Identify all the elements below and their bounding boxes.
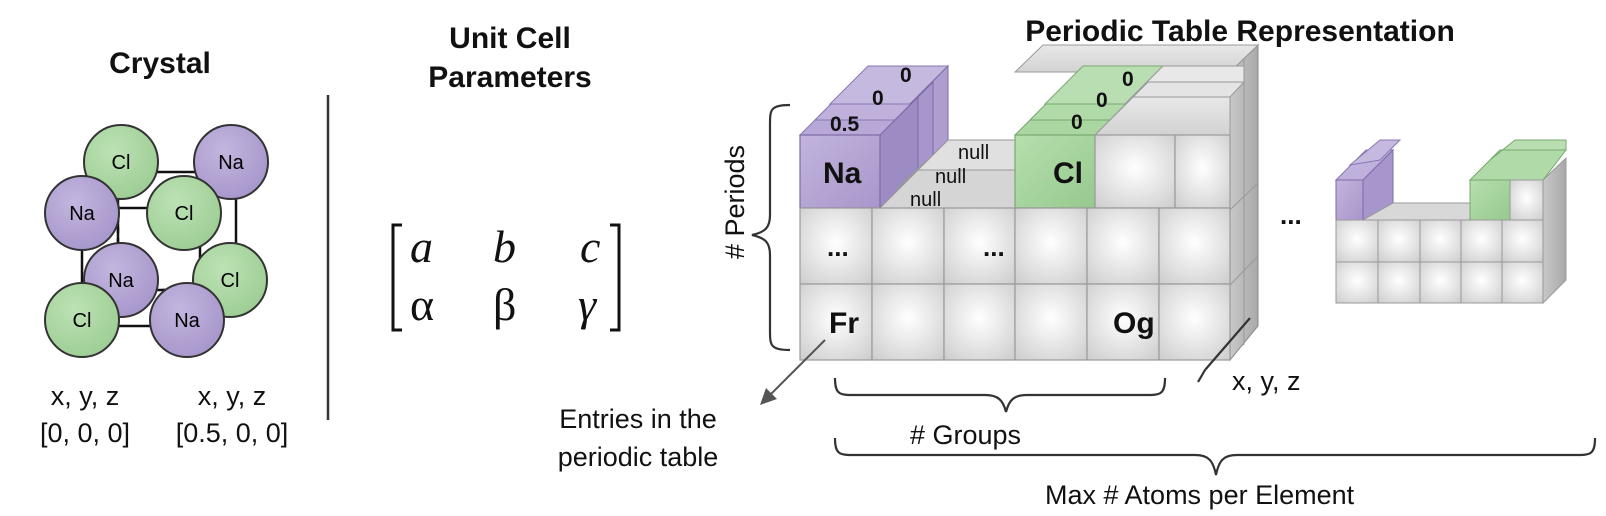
na-coord-x: 0.5 xyxy=(830,113,860,136)
groups-label: # Groups xyxy=(910,420,1022,450)
matrix-beta: β xyxy=(493,279,517,330)
atom-label: Na xyxy=(108,270,134,292)
atom-label: Na xyxy=(174,310,200,332)
periodic-title: Periodic Table Representation xyxy=(1025,15,1455,48)
matrix-b: b xyxy=(493,221,516,272)
null-value-1: null xyxy=(958,142,990,164)
periodic-3d-block-small xyxy=(1334,139,1568,305)
crystal-coord1-value: [0, 0, 0] xyxy=(39,418,131,448)
cl-coord-x: 0 xyxy=(1071,111,1083,134)
unit-cell-title-line1: Unit Cell xyxy=(449,22,571,55)
atom-cl-back-top: Cl xyxy=(83,124,159,200)
entries-label-line2: periodic table xyxy=(557,442,719,472)
ellipsis-row2-left: ... xyxy=(827,232,849,262)
ellipsis-row2-mid: ... xyxy=(983,232,1005,262)
crystal-coord1-label: x, y, z xyxy=(50,381,120,411)
unit-cell-title-line2: Parameters xyxy=(428,61,592,94)
atom-label: Na xyxy=(69,203,95,225)
atom-label: Cl xyxy=(112,152,131,174)
entries-arrow xyxy=(760,339,826,405)
atom-cl-front-bottom: Cl xyxy=(44,282,120,358)
entries-label-line1: Entries in the xyxy=(559,404,717,434)
element-og: Og xyxy=(1113,307,1155,340)
periods-label: # Periods xyxy=(720,144,750,260)
na-coord-z: 0 xyxy=(900,64,912,87)
cl-coord-y: 0 xyxy=(1096,89,1108,112)
matrix-gamma: γ xyxy=(578,279,597,330)
atom-label: Cl xyxy=(221,270,240,292)
null-value-2: null xyxy=(935,166,967,188)
atom-na-front-bottom: Na xyxy=(149,282,225,358)
periods-brace xyxy=(751,103,791,352)
atom-label: Na xyxy=(218,152,244,174)
atom-label: Cl xyxy=(73,310,92,332)
element-fr: Fr xyxy=(829,307,859,340)
na-coord-y: 0 xyxy=(872,87,884,110)
front-face-grid xyxy=(799,134,1231,361)
element-cl: Cl xyxy=(1053,157,1083,190)
xyz-label: x, y, z xyxy=(1232,366,1301,396)
element-na: Na xyxy=(823,157,862,190)
matrix-alpha: α xyxy=(410,279,435,330)
xyz-brace xyxy=(1197,317,1251,383)
max-atoms-label: Max # Atoms per Element xyxy=(1045,480,1355,510)
crystal-lattice: Cl Na Na Cl Na Cl Cl Na xyxy=(44,124,269,358)
max-atoms-brace xyxy=(833,437,1597,476)
null-value-3: null xyxy=(910,189,942,211)
cl-coord-z: 0 xyxy=(1122,68,1134,91)
crystal-title: Crystal xyxy=(109,47,211,80)
crystal-coord2-label: x, y, z xyxy=(197,381,267,411)
ellipsis-between-blocks: ... xyxy=(1280,200,1302,230)
crystal-coord2-value: [0.5, 0, 0] xyxy=(175,418,289,448)
matrix-a: a xyxy=(410,221,433,272)
atom-na-back-top: Na xyxy=(193,124,269,200)
matrix-brackets xyxy=(391,223,621,332)
atom-cl-front-top: Cl xyxy=(146,175,222,251)
groups-brace xyxy=(833,377,1167,413)
matrix-c: c xyxy=(580,221,601,272)
atom-label: Cl xyxy=(175,203,194,225)
periodic-3d-block xyxy=(798,43,1260,362)
atom-na-front-top: Na xyxy=(44,175,120,251)
